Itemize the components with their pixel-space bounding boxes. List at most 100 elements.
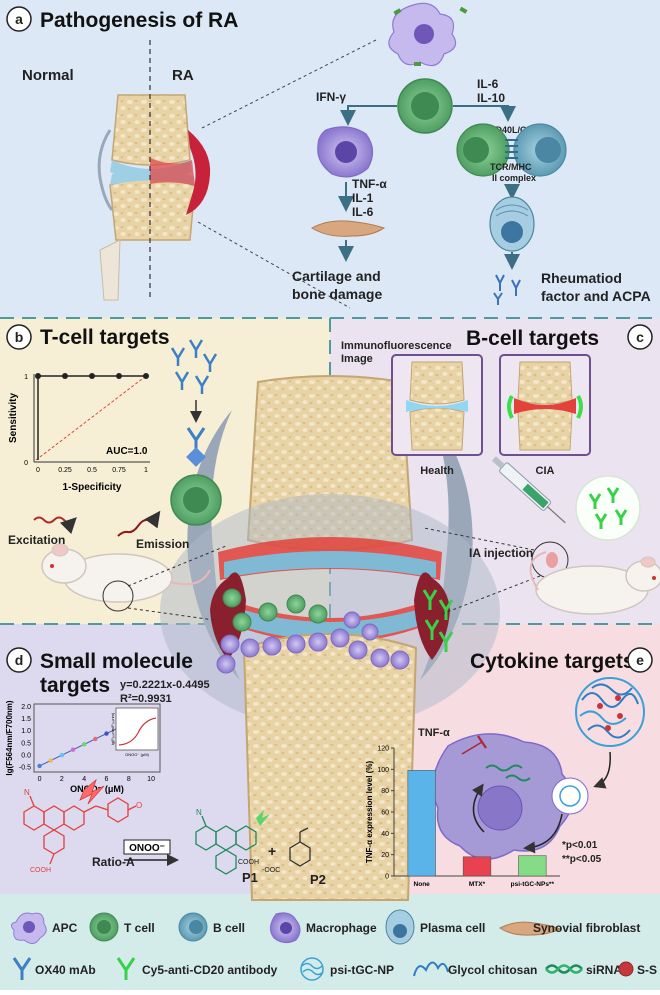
panel-b-letter: b [15, 329, 24, 345]
il6-top-label: IL-6 [477, 77, 499, 91]
ratio-a-n-label: N [24, 788, 30, 797]
cia-label: CIA [536, 465, 555, 477]
mouse-c [529, 551, 660, 615]
legend-ox40-label: OX40 mAb [35, 963, 96, 977]
macrophage-icon [270, 912, 301, 944]
zoom-line-bottom [197, 221, 351, 309]
legend-glycol-chitosan-label: Glycol chitosan [448, 963, 537, 977]
roc-ytick-1: 1 [24, 374, 28, 381]
roc-xtick-4: 1 [144, 467, 148, 474]
panel-b-letter-badge [6, 324, 32, 350]
panel-a-letter: a [15, 11, 23, 27]
ia-injection-label: IA injection [469, 546, 533, 560]
bar-ytick: 80 [381, 788, 389, 795]
bar-ytick: 100 [377, 767, 389, 774]
scatter-ytick: 0.0 [21, 753, 31, 760]
knee-illustration [97, 40, 211, 301]
damage-label-line2: bone damage [292, 286, 382, 302]
antibodies-cluster [493, 274, 521, 305]
onoo-label: ONOO⁻ [129, 843, 165, 854]
p1-molecule [195, 815, 257, 875]
il1-label: IL-1 [352, 191, 374, 205]
arrow-to-bcell [453, 105, 516, 122]
central-joint [160, 375, 500, 901]
p2-label: P2 [310, 872, 326, 887]
scatter-ylabel: lg(F564nm/F700nm) [5, 700, 14, 775]
zoom-line-top [201, 39, 377, 129]
bar-ytick: 0 [385, 874, 389, 881]
legend-nanoparticle-label: psi-tGC-NP [330, 963, 394, 977]
scatter-xtick: 0 [38, 776, 42, 783]
roc-xtick-2: 0.5 [87, 467, 97, 474]
mouse-b-zoom-bottom [127, 607, 215, 621]
bar [518, 855, 547, 877]
apc-cell [388, 2, 468, 67]
panel-d-title-line2: targets [40, 674, 110, 697]
normal-label: Normal [22, 67, 74, 84]
p1-label: P1 [242, 870, 258, 885]
macrophage-cell [317, 126, 374, 178]
scatter-point [81, 742, 87, 747]
p2-cooh: -OOC [262, 867, 280, 874]
scatter-xtick: 6 [105, 776, 109, 783]
cy5-antibody-icon [116, 957, 136, 980]
legend-disulfide-label: S-S [637, 963, 657, 977]
scatter-xlabel: ONOO⁻ (μM) [70, 784, 124, 794]
b-cell-icon [178, 912, 208, 942]
bar [462, 856, 492, 877]
legend-t-cell-label: T cell [124, 921, 155, 935]
plus-sign: + [268, 843, 276, 859]
rheumatoid-label-line1: Rheumatiod [541, 270, 622, 286]
bars [407, 770, 547, 877]
joint-green-antibodies [422, 589, 454, 652]
cd40-label: CD40L/CD40 [489, 125, 543, 135]
panel-d-letter: d [15, 652, 24, 668]
roc-xlabel: 1-Specificity [63, 482, 122, 493]
scatter-equation: y=0.2221x-0.4495 [120, 679, 210, 691]
health-joint [406, 361, 468, 451]
disulfide-icon [618, 961, 634, 977]
health-label: Health [420, 465, 454, 477]
syringe [491, 456, 566, 524]
scatter-point [70, 747, 76, 752]
glycol-chitosan-icon [413, 961, 449, 977]
panel-e: Cytokine targets e TNF-α [365, 647, 653, 888]
excitation-wave [33, 516, 77, 535]
roc-ytick-0: 0 [24, 460, 28, 467]
roc-plot: 1 0 0 0.25 0.5 0.75 1 AUC=1.0 1-Specific… [8, 373, 150, 493]
big-nanoparticle [575, 677, 645, 747]
antibody-vial [575, 475, 641, 541]
inset-ylabel: lg(F₅₆₄nm/F₇₀₀nm) [110, 712, 115, 745]
panel-e-letter-badge [627, 647, 653, 673]
scatter-ytick: 1.5 [21, 716, 31, 723]
panel-c-letter-badge [627, 324, 653, 350]
bar-ytick: 120 [377, 746, 389, 753]
macrophage-nucleus [477, 785, 523, 831]
note-p01: *p<0.01 [562, 840, 598, 851]
nanoparticle-icon [300, 957, 324, 981]
mouse-c-zoom-top [423, 527, 535, 551]
bar-category-label: psi-tGC-NPs** [511, 881, 555, 888]
onoo-box [123, 839, 171, 855]
scatter-r2: R²=0.9931 [120, 693, 172, 705]
p2-molecule [289, 827, 311, 867]
panel-c-letter: c [636, 329, 644, 345]
scatter-ytick: 1.0 [21, 728, 31, 735]
ox40-mab-icon [12, 957, 32, 980]
lightning-icon [79, 778, 105, 805]
plasma-cell [489, 196, 535, 252]
roc-ylabel: Sensitivity [8, 393, 19, 443]
sirna-icon [545, 964, 583, 974]
legend-background [0, 894, 660, 990]
panel-b: b T-cell targets 1 0 0 0.25 0.5 0.75 1 A… [6, 324, 227, 621]
scatter-y-ticks: 2.01.51.00.50.0-0.5 [19, 704, 31, 772]
panel-d-title-line1: Small molecule [40, 650, 193, 673]
endosome [551, 777, 589, 815]
scatter-ytick: 0.5 [21, 740, 31, 747]
roc-xtick-3: 0.75 [112, 467, 126, 474]
scatter-point [48, 758, 53, 763]
vial-antibodies [588, 487, 628, 529]
